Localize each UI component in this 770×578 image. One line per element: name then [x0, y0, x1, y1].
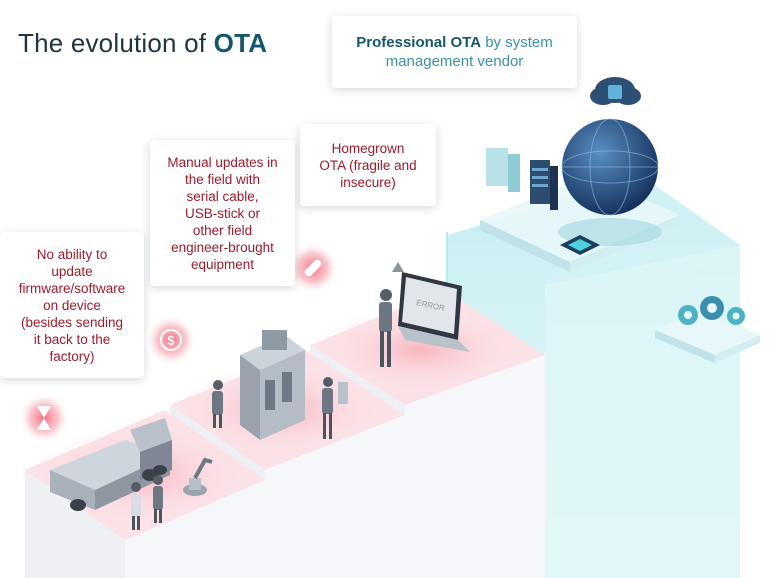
chip-icon: [560, 235, 600, 255]
no-update-line: (besides sending: [20, 314, 124, 330]
manual-line: serial cable,: [186, 188, 259, 204]
no-update-line: firmware/software: [18, 280, 126, 296]
manual-line: other field: [192, 222, 253, 238]
professional-rest: by system: [481, 34, 553, 51]
stage-manual-card: Manual updates in the field with serial …: [150, 140, 295, 286]
globe-icon: [558, 118, 662, 246]
stage-no-update-card: No ability to update firmware/software o…: [0, 232, 144, 378]
title-bold: OTA: [213, 28, 268, 58]
no-update-line: factory): [49, 348, 95, 364]
dollar-cycle-icon: $: [147, 316, 195, 364]
developer-illustration: [379, 289, 392, 367]
cloud-icon: [590, 77, 641, 105]
field-engineer-2: [322, 377, 348, 439]
no-update-line: it back to the: [33, 331, 111, 347]
laptop-illustration: ERROR: [392, 262, 470, 352]
homegrown-line: Homegrown: [331, 140, 405, 156]
manual-line: equipment: [190, 256, 255, 272]
manual-line: the field with: [184, 171, 261, 187]
gears-icon: [655, 296, 760, 363]
manual-line: USB-stick or: [184, 205, 260, 221]
homegrown-line: insecure): [340, 174, 396, 190]
no-update-line: No ability to: [36, 246, 108, 262]
server-rack-icon: [486, 148, 558, 210]
truck-illustration: [50, 418, 172, 511]
no-update-line: on device: [43, 297, 101, 313]
homegrown-line: OTA (fragile and: [319, 157, 417, 173]
title-prefix: The evolution of: [18, 28, 214, 58]
manual-line: engineer-brought: [171, 239, 274, 255]
industrial-machine-illustration: [240, 330, 305, 440]
workers-illustration: [131, 475, 163, 530]
manual-line: Manual updates in: [167, 154, 278, 170]
stage-homegrown-card: Homegrown OTA (fragile and insecure): [300, 124, 436, 206]
field-engineer-1: [212, 380, 223, 428]
no-update-line: update: [51, 263, 93, 279]
page-title: The evolution of OTA: [18, 28, 267, 59]
bandage-icon: [289, 244, 337, 292]
svg-text:$: $: [167, 333, 175, 348]
hourglass-icon: [20, 394, 68, 442]
professional-bold: Professional OTA: [356, 34, 482, 51]
robot-arm-illustration: [183, 457, 213, 496]
professional-line2: management vendor: [385, 53, 524, 70]
stage-professional-card: Professional OTA by system management ve…: [332, 16, 577, 88]
